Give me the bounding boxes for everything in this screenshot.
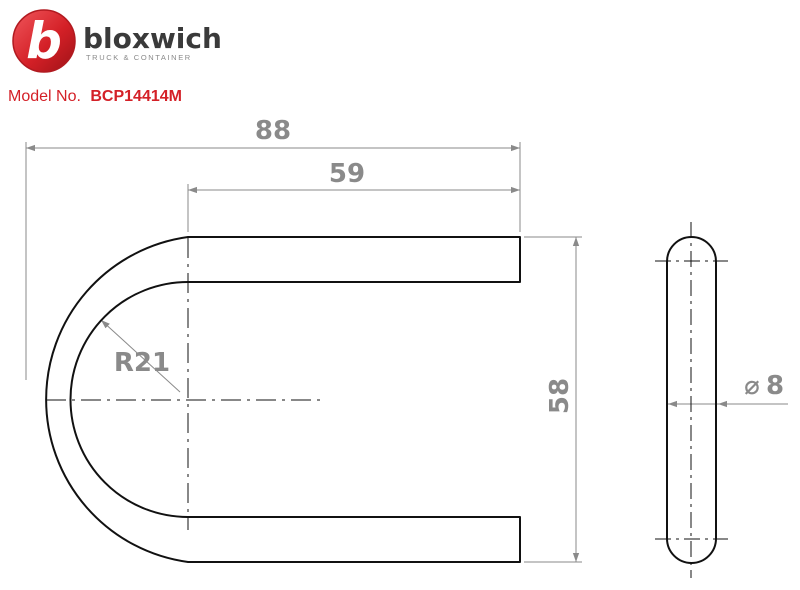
model-number: BCP14414M	[90, 88, 182, 105]
dimension-annotations	[25, 142, 788, 563]
dimension-label-r21: R21	[114, 348, 170, 378]
u-bolt-front-view	[45, 236, 521, 563]
dimension-label-88: 88	[255, 116, 291, 146]
brand-logo: b bloxwich TRUCK & CONTAINER	[12, 9, 222, 73]
radius-leader-line	[100, 319, 181, 393]
model-label: Model No.	[8, 88, 81, 105]
dimension-label-59: 59	[329, 159, 365, 189]
dimension-label-diameter: 8	[766, 371, 784, 401]
diameter-symbol-icon: ⌀	[744, 371, 760, 401]
dimension-label-58: 58	[545, 378, 575, 414]
model-number-line: Model No. BCP14414M	[8, 88, 182, 105]
brand-tagline: TRUCK & CONTAINER	[86, 53, 192, 62]
logo-letter: b	[26, 12, 62, 70]
center-lines	[46, 238, 320, 530]
logo-badge-icon	[12, 9, 76, 73]
rod-end-view	[655, 222, 728, 578]
brand-name: bloxwich	[83, 22, 222, 55]
